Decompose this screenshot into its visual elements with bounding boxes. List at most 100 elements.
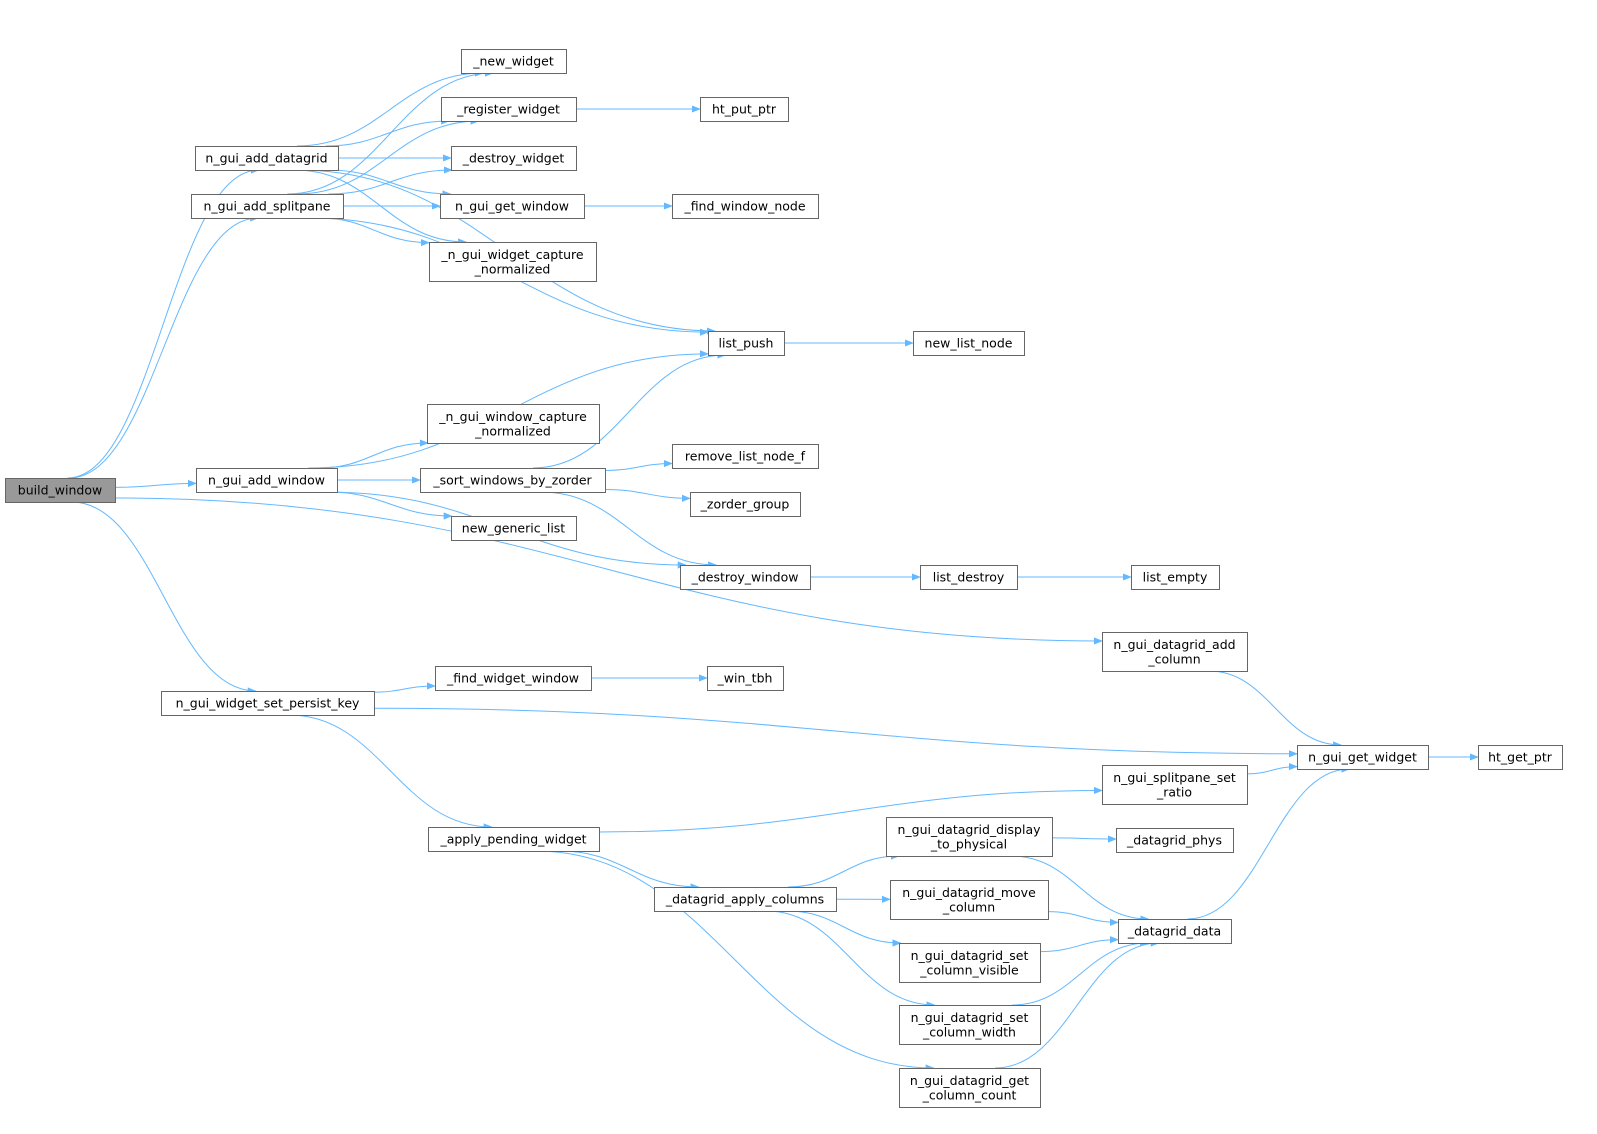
node-_n_gui_widget_capture_normalized[interactable]: _n_gui_widget_capture_normalized <box>429 242 597 282</box>
node-label: n_gui_get_widget <box>1308 750 1417 765</box>
edge-_apply_pending_widget-to-_datagrid_apply_columns <box>559 850 700 891</box>
node-label: _new_widget <box>472 54 554 69</box>
node-_find_window_node[interactable]: _find_window_node <box>672 194 819 219</box>
node-label: n_gui_get_window <box>455 199 569 214</box>
node-label: _datagrid_phys <box>1126 833 1222 848</box>
node-list_empty[interactable]: list_empty <box>1131 565 1220 590</box>
node-box <box>161 691 375 716</box>
node-box <box>1478 745 1563 770</box>
edge-n_gui_datagrid_display_to_physical-to-_datagrid_phys <box>1051 835 1117 843</box>
node-label: _n_gui_widget_capture <box>440 247 584 262</box>
node-box <box>451 516 577 541</box>
node-_datagrid_phys[interactable]: _datagrid_phys <box>1116 828 1234 853</box>
edge-build_window-to-n_gui_add_window <box>114 479 197 488</box>
edge-_sort_windows_by_zorder-to-_zorder_group <box>604 489 691 502</box>
node-_new_widget[interactable]: _new_widget <box>461 49 567 74</box>
edge-_sort_windows_by_zorder-to-_destroy_window <box>541 491 718 569</box>
node-_sort_windows_by_zorder[interactable]: _sort_windows_by_zorder <box>420 468 606 493</box>
node-new_generic_list[interactable]: new_generic_list <box>451 516 577 541</box>
node-box <box>708 331 785 356</box>
node-_register_widget[interactable]: _register_widget <box>441 97 577 122</box>
edge-_sort_windows_by_zorder-to-remove_list_node_f <box>604 459 673 471</box>
node-box <box>191 194 344 219</box>
edge-_apply_pending_widget-to-n_gui_datagrid_get_column_count <box>535 850 935 1072</box>
node-label: n_gui_splitpane_set <box>1113 770 1236 785</box>
node-label: _datagrid_apply_columns <box>665 892 824 907</box>
node-n_gui_add_datagrid[interactable]: n_gui_add_datagrid <box>195 146 339 171</box>
node-ht_get_ptr[interactable]: ht_get_ptr <box>1478 745 1563 770</box>
edge-_datagrid_data-to-n_gui_get_widget <box>1187 765 1351 920</box>
node-n_gui_datagrid_set_column_visible[interactable]: n_gui_datagrid_set_column_visible <box>899 943 1041 983</box>
node-box <box>899 1005 1041 1045</box>
node-box <box>1131 565 1220 590</box>
node-label: _register_widget <box>456 102 560 117</box>
node-list_push[interactable]: list_push <box>708 331 785 356</box>
node-label: new_generic_list <box>462 521 566 536</box>
node-box <box>429 242 597 282</box>
node-box <box>435 666 592 691</box>
edge-_datagrid_apply_columns-to-n_gui_datagrid_set_column_visible <box>787 910 902 947</box>
edge-n_gui_widget_set_persist_key-to-n_gui_get_widget <box>373 707 1298 758</box>
node-box <box>5 478 116 503</box>
node-build_window[interactable]: build_window <box>5 478 116 503</box>
node-ht_put_ptr[interactable]: ht_put_ptr <box>700 97 789 122</box>
node-n_gui_datagrid_move_column[interactable]: n_gui_datagrid_move_column <box>890 880 1049 920</box>
node-n_gui_get_window[interactable]: n_gui_get_window <box>440 194 585 219</box>
node-label: _find_widget_window <box>446 671 579 686</box>
node-label: _datagrid_data <box>1127 924 1221 939</box>
node-label: _win_tbh <box>717 671 773 686</box>
node-box <box>440 194 585 219</box>
node-_zorder_group[interactable]: _zorder_group <box>690 492 801 517</box>
node-_datagrid_apply_columns[interactable]: _datagrid_apply_columns <box>654 887 837 912</box>
node-label: _column_count <box>922 1087 1017 1102</box>
edges-layer <box>67 69 1479 1072</box>
node-label: build_window <box>18 483 102 498</box>
edge-n_gui_add_datagrid-to-_register_widget <box>325 117 451 147</box>
edge-n_gui_splitpane_set_ratio-to-n_gui_get_widget <box>1246 762 1298 775</box>
node-n_gui_get_widget[interactable]: n_gui_get_widget <box>1297 745 1429 770</box>
node-box <box>690 492 801 517</box>
node-label: n_gui_add_splitpane <box>203 199 330 214</box>
node-label: _find_window_node <box>683 199 805 214</box>
node-label: list_destroy <box>933 570 1005 585</box>
node-remove_list_node_f[interactable]: remove_list_node_f <box>672 444 819 469</box>
node-_win_tbh[interactable]: _win_tbh <box>707 666 784 691</box>
node-label: remove_list_node_f <box>685 449 806 464</box>
edge-build_window-to-n_gui_add_datagrid <box>67 166 260 479</box>
node-_datagrid_data[interactable]: _datagrid_data <box>1118 919 1232 944</box>
node-box <box>920 565 1018 590</box>
node-n_gui_datagrid_add_column[interactable]: n_gui_datagrid_add_column <box>1102 632 1248 672</box>
node-box <box>195 146 339 171</box>
edge-n_gui_widget_set_persist_key-to-_find_widget_window <box>373 682 436 693</box>
node-box <box>680 565 811 590</box>
edge-n_gui_datagrid_set_column_visible-to-_datagrid_data <box>1039 936 1119 953</box>
node-n_gui_datagrid_get_column_count[interactable]: n_gui_datagrid_get_column_count <box>899 1068 1041 1108</box>
node-_n_gui_window_capture_normalized[interactable]: _n_gui_window_capture_normalized <box>427 404 600 444</box>
node-new_list_node[interactable]: new_list_node <box>913 331 1025 356</box>
edge-n_gui_datagrid_display_to_physical-to-_datagrid_data <box>1011 855 1150 923</box>
node-label: n_gui_datagrid_add <box>1113 637 1235 652</box>
node-box <box>654 887 837 912</box>
node-n_gui_add_splitpane[interactable]: n_gui_add_splitpane <box>191 194 344 219</box>
node-box <box>886 817 1053 857</box>
node-_destroy_widget[interactable]: _destroy_widget <box>451 146 577 171</box>
edge-n_gui_widget_set_persist_key-to-_apply_pending_widget <box>289 714 493 831</box>
edge-n_gui_add_window-to-new_generic_list <box>328 491 453 520</box>
node-label: _ratio <box>1156 784 1192 799</box>
node-n_gui_datagrid_display_to_physical[interactable]: n_gui_datagrid_display_to_physical <box>886 817 1053 857</box>
edge-n_gui_datagrid_move_column-to-_datagrid_data <box>1047 911 1119 926</box>
node-list_destroy[interactable]: list_destroy <box>920 565 1018 590</box>
node-box <box>672 194 819 219</box>
node-_destroy_window[interactable]: _destroy_window <box>680 565 811 590</box>
node-box <box>451 146 577 171</box>
node-_find_widget_window[interactable]: _find_widget_window <box>435 666 592 691</box>
edge-n_gui_add_window-to-_n_gui_window_capture_normalized <box>318 439 429 469</box>
node-n_gui_widget_set_persist_key[interactable]: n_gui_widget_set_persist_key <box>161 691 375 716</box>
edge-n_gui_add_splitpane-to-_n_gui_widget_capture_normalized <box>320 217 430 247</box>
node-_apply_pending_widget[interactable]: _apply_pending_widget <box>428 827 600 852</box>
node-n_gui_datagrid_set_column_width[interactable]: n_gui_datagrid_set_column_width <box>899 1005 1041 1045</box>
edge-n_gui_datagrid_set_column_width-to-_datagrid_data <box>1012 939 1150 1006</box>
node-n_gui_add_window[interactable]: n_gui_add_window <box>196 468 338 493</box>
node-n_gui_splitpane_set_ratio[interactable]: n_gui_splitpane_set_ratio <box>1102 765 1248 805</box>
node-box <box>899 1068 1041 1108</box>
